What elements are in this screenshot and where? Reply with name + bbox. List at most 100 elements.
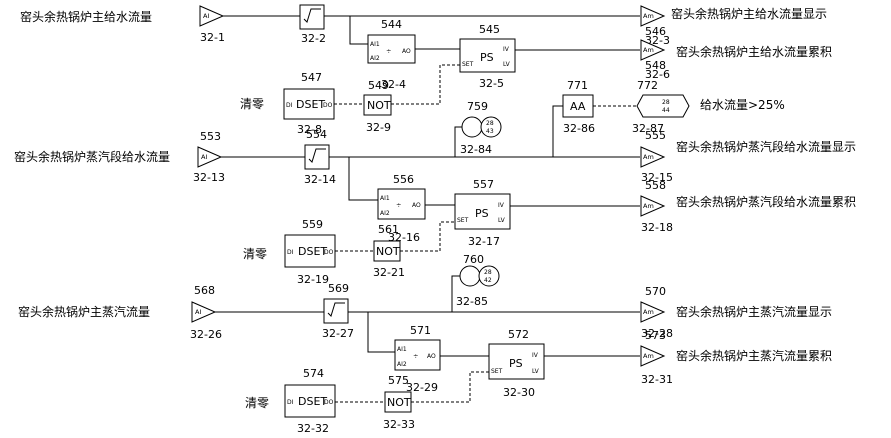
- reset-label: 清零: [243, 247, 267, 261]
- total-label: 窑头余热锅炉蒸汽段给水流量累积: [676, 194, 856, 209]
- am-display-tag: 32-3: [645, 34, 670, 47]
- am-display-tag: 32-28: [641, 327, 673, 340]
- wire: [349, 16, 368, 45]
- divide-symbol: ÷: [413, 352, 418, 360]
- divide-symbol: ÷: [386, 47, 391, 55]
- divider-block[interactable]: AI1 AI2 AO ÷ 571 32-29: [394, 324, 441, 394]
- sqrt-block-tag: 32-2: [301, 32, 326, 45]
- sqrt-block[interactable]: 569 32-27: [322, 282, 354, 340]
- dset-num: 547: [301, 71, 322, 84]
- ps-label: PS: [509, 357, 523, 370]
- am-total-block[interactable]: Am 558 32-18: [640, 179, 673, 234]
- total-label: 窑头余热锅炉主给水流量累积: [676, 44, 832, 59]
- not-label: NOT: [376, 245, 400, 258]
- ps-tag: 32-5: [479, 77, 504, 90]
- dashed-wire: [391, 64, 460, 105]
- ai-block-num: 553: [200, 130, 221, 143]
- alarm-hex-block[interactable]: 28 44 772 32-87: [632, 79, 690, 135]
- not-block[interactable]: NOT 561 32-21: [373, 223, 405, 279]
- row-main-feedwater: 窑头余热锅炉主给水流量 AI 32-1 32-2 Am 546 32-3 窑头余…: [20, 4, 832, 136]
- aa-num: 771: [567, 79, 588, 92]
- alarm-aa-block[interactable]: AA 771 32-86: [562, 79, 595, 135]
- wire: [367, 312, 395, 353]
- sqrt-block[interactable]: 32-2: [299, 4, 326, 45]
- trend-tag: 32-84: [460, 143, 492, 156]
- aa-label: AA: [570, 100, 586, 113]
- ai-block-label: AI: [201, 153, 207, 161]
- ps-tag: 32-30: [503, 386, 535, 399]
- dset-tag: 32-32: [297, 422, 329, 435]
- dset-block[interactable]: DSET DI DO 559 32-19: [284, 218, 336, 286]
- not-label: NOT: [387, 396, 411, 409]
- dset-block[interactable]: DSET DI DO 574 32-32: [284, 367, 336, 435]
- ai-block-label: AI: [195, 308, 201, 316]
- am-total-num: 558: [645, 179, 666, 192]
- pin-do: DO: [324, 399, 334, 406]
- pin-di: DI: [287, 249, 294, 256]
- input-label: 窑头余热锅炉主给水流量: [20, 9, 152, 24]
- reset-label: 清零: [240, 97, 264, 111]
- am-total-num: 548: [645, 59, 666, 72]
- pin-do: DO: [324, 249, 334, 256]
- dset-block[interactable]: DSET DI DO 547 32-8: [283, 71, 335, 136]
- am-total-block[interactable]: Am 573 32-31: [640, 329, 673, 386]
- trend-tag: 32-85: [456, 295, 488, 308]
- sqrt-block-tag: 32-27: [322, 327, 354, 340]
- am-display-num: 546: [645, 25, 666, 38]
- display-label: 窑头余热锅炉主蒸汽流量显示: [676, 304, 832, 319]
- ps-label: PS: [480, 51, 494, 64]
- hex-top: 28: [662, 99, 670, 106]
- pin-set: SET: [462, 61, 474, 68]
- wire: [552, 105, 563, 157]
- dset-num: 559: [302, 218, 323, 231]
- am-total-tag: 32-18: [641, 221, 673, 234]
- am-total-block[interactable]: Am 548 32-6: [640, 39, 670, 81]
- divider-tag: 32-29: [406, 381, 438, 394]
- am-display-block[interactable]: Am 555 32-15: [640, 129, 673, 184]
- pin-ai2: AI2: [370, 55, 380, 62]
- ai-block-tag: 32-26: [190, 328, 222, 341]
- reset-label: 清零: [245, 396, 269, 410]
- am-display-label: Am: [643, 153, 654, 161]
- ps-label: PS: [475, 207, 489, 220]
- ai-block[interactable]: AI 32-1: [199, 5, 225, 44]
- am-total-tag: 32-31: [641, 373, 673, 386]
- ps-block[interactable]: PS SET IV LV 572 32-30: [488, 328, 545, 399]
- not-tag: 32-33: [383, 418, 415, 431]
- pin-iv: IV: [503, 46, 510, 53]
- am-display-tag: 32-15: [641, 171, 673, 184]
- ai-block-tag: 32-1: [200, 31, 225, 44]
- pin-ai2: AI2: [380, 210, 390, 217]
- ai-block[interactable]: AI 553 32-13: [193, 130, 225, 184]
- sqrt-block-num: 569: [328, 282, 349, 295]
- aa-tag: 32-86: [563, 122, 595, 135]
- trend-bottom: 43: [486, 128, 494, 135]
- display-label: 窑头余热锅炉主给水流量显示: [671, 6, 827, 21]
- pin-di: DI: [286, 102, 293, 109]
- am-display-block[interactable]: Am 546 32-3: [640, 5, 670, 47]
- pin-ai1: AI1: [380, 195, 390, 202]
- trend-block[interactable]: 28 43 759 32-84: [460, 100, 502, 156]
- trend-block[interactable]: 28 42 760 32-85: [456, 253, 500, 308]
- pin-di: DI: [287, 399, 294, 406]
- not-block[interactable]: NOT 575 32-33: [383, 374, 415, 431]
- pin-iv: IV: [498, 202, 505, 209]
- sqrt-block[interactable]: 554 32-14: [304, 128, 336, 186]
- am-total-label: Am: [643, 202, 654, 210]
- ps-block[interactable]: PS SET IV LV 545 32-5: [459, 23, 516, 90]
- pin-set: SET: [491, 368, 503, 375]
- pin-lv: LV: [498, 217, 506, 224]
- am-display-block[interactable]: Am 570 32-28: [640, 285, 673, 340]
- not-block[interactable]: NOT 549 32-9: [363, 79, 392, 134]
- sqrt-block-num: 554: [306, 128, 327, 141]
- dashed-wire: [400, 221, 455, 252]
- input-label: 窑头余热锅炉主蒸汽流量: [18, 304, 150, 319]
- ai-block[interactable]: AI 568 32-26: [190, 284, 222, 341]
- pin-ai1: AI1: [397, 346, 407, 353]
- am-display-label: Am: [643, 308, 654, 316]
- am-total-num: 573: [645, 329, 666, 342]
- ps-block[interactable]: PS SET IV LV 557 32-17: [454, 178, 511, 248]
- dset-label: DSET: [298, 245, 327, 258]
- divider-block[interactable]: AI1 AI2 AO ÷ 544 32-4: [367, 18, 416, 91]
- pin-lv: LV: [532, 368, 540, 375]
